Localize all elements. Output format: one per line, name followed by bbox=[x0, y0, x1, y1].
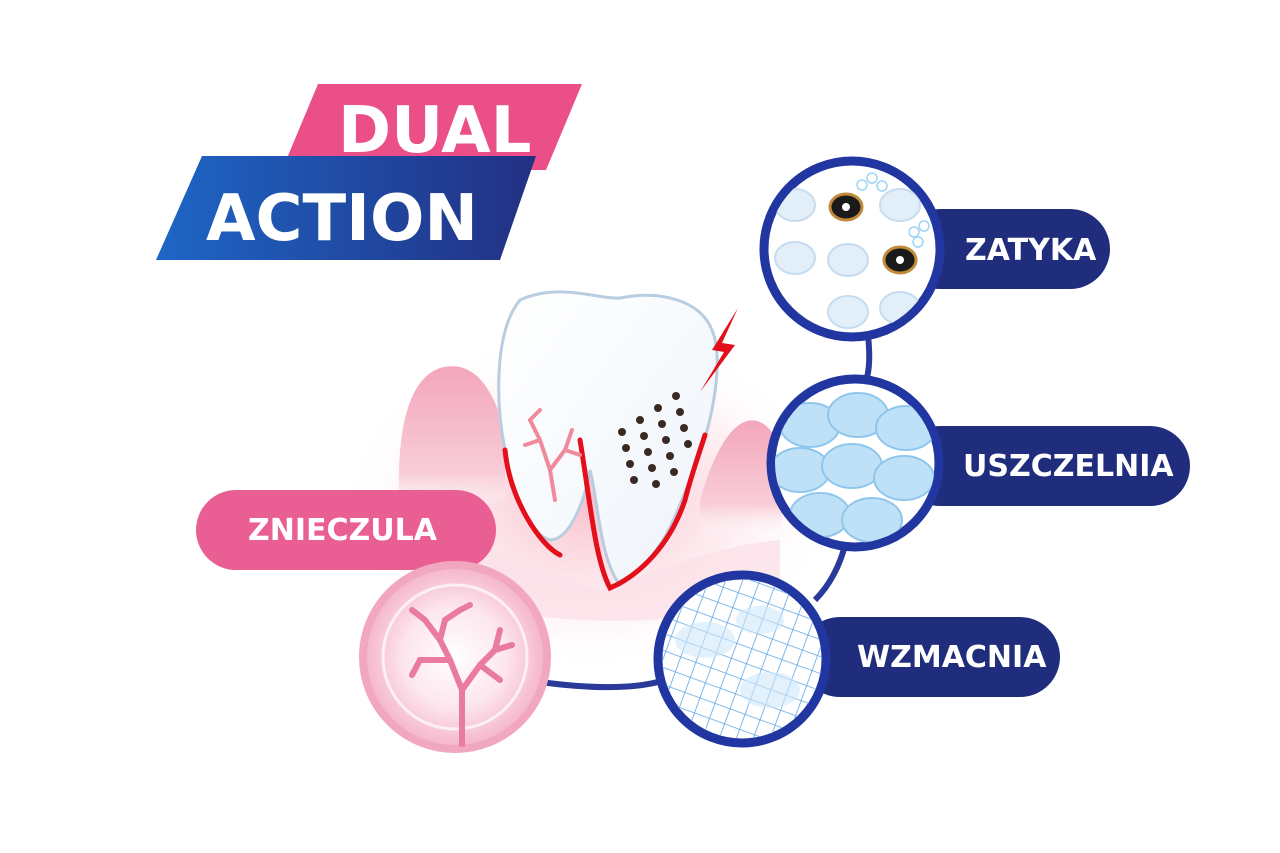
uszczelnia-sealed-pattern bbox=[775, 392, 935, 543]
pain-bolt-icon bbox=[700, 308, 738, 392]
tooth-dentin-dots bbox=[618, 392, 692, 488]
znieczula-label-pill bbox=[196, 490, 496, 570]
banner-line-dual: DUAL bbox=[338, 94, 531, 168]
banner-blue-band bbox=[156, 156, 536, 260]
uszczelnia-label: USZCZELNIA bbox=[963, 449, 1174, 484]
tooth bbox=[497, 290, 738, 592]
uszczelnia-label-pill bbox=[900, 426, 1190, 506]
znieczula-circle bbox=[359, 561, 551, 753]
nerve-icon bbox=[409, 602, 515, 747]
banner-pink-band bbox=[282, 84, 582, 170]
zatyka-label: ZATYKA bbox=[965, 233, 1097, 268]
uszczelnia-node: USZCZELNIA bbox=[766, 374, 1190, 552]
znieczula-node: ZNIECZULA bbox=[196, 490, 551, 753]
wzmacnia-label-pill bbox=[800, 617, 1060, 697]
zatyka-particles bbox=[856, 172, 930, 248]
tooth-nerve bbox=[523, 408, 582, 502]
zatyka-node: ZATYKA bbox=[759, 156, 1110, 342]
zatyka-label-pill bbox=[900, 209, 1110, 289]
tooth-gum-line bbox=[502, 432, 708, 592]
znieczula-label: ZNIECZULA bbox=[248, 513, 438, 548]
wzmacnia-node: WZMACNIA bbox=[653, 570, 1060, 748]
banner-line-action: ACTION bbox=[206, 182, 478, 256]
wzmacnia-mesh-pattern bbox=[662, 579, 822, 739]
wzmacnia-label: WZMACNIA bbox=[857, 640, 1047, 675]
dual-action-banner: DUAL ACTION bbox=[156, 84, 582, 260]
